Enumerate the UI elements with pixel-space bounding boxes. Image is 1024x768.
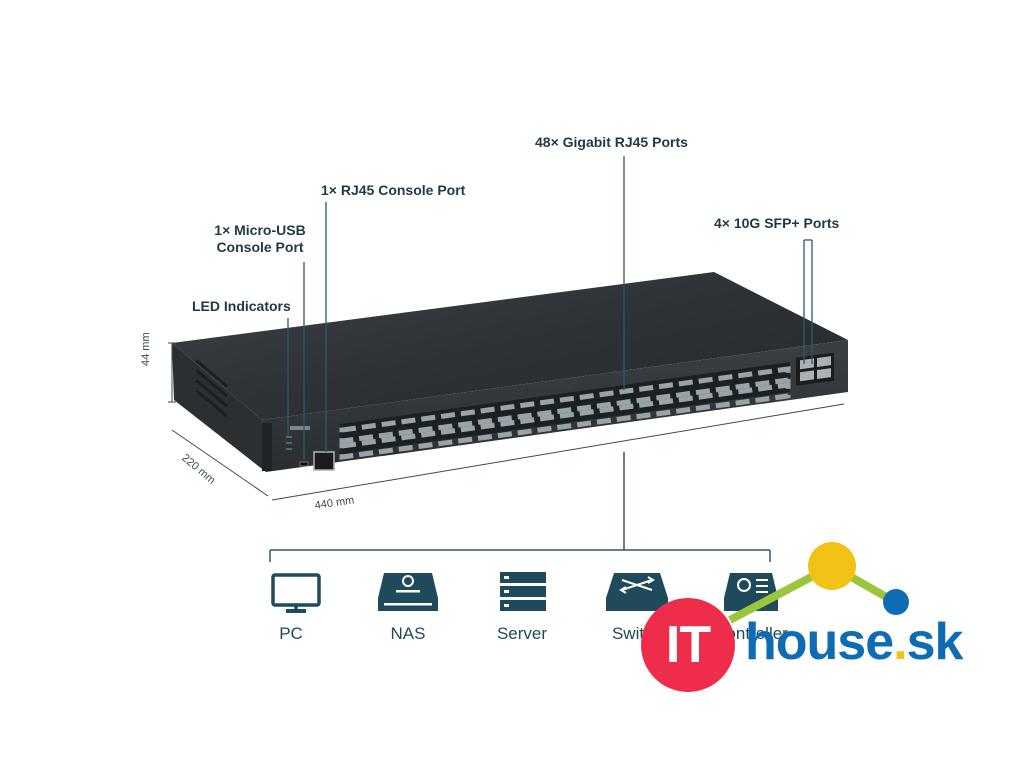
logo-house-text: house (745, 613, 894, 671)
callout-rj45-console: 1× RJ45 Console Port (321, 182, 466, 198)
logo-network-graphic (728, 542, 909, 624)
rack-ear-left (262, 423, 272, 471)
rj45-console-port (313, 451, 335, 471)
callout-micro-usb-line2: Console Port (216, 239, 304, 255)
switch-top-surface (172, 272, 848, 420)
sfp-port-block (796, 352, 834, 386)
led-indicators (286, 436, 292, 450)
logo-tld: sk (906, 613, 964, 671)
device-label-server: Server (496, 624, 548, 643)
gigabit-port-block (339, 362, 791, 460)
callout-led-indicators: LED Indicators (192, 298, 291, 314)
nas-icon (378, 573, 438, 611)
device-label-pc: PC (279, 624, 303, 643)
logo-wordmark: house.sk (745, 612, 964, 672)
logo-it-circle: IT (641, 598, 735, 692)
micro-usb-port (299, 461, 309, 467)
callout-sfp-ports: 4× 10G SFP+ Ports (714, 215, 840, 231)
side-vents (195, 359, 228, 418)
callout-micro-usb-line1: 1× Micro-USB (214, 222, 306, 238)
monitor-icon (271, 573, 321, 613)
switch-left-side (172, 343, 266, 472)
callout-lines (287, 156, 813, 460)
dimension-lines (168, 342, 845, 501)
callout-gigabit-ports: 48× Gigabit RJ45 Ports (535, 134, 688, 150)
server-icon (500, 572, 546, 611)
device-connection-lines (269, 452, 771, 562)
device-label-nas: NAS (390, 624, 426, 643)
callout-micro-usb: 1× Micro-USB Console Port (212, 222, 308, 256)
dimension-height: 44 mm (140, 332, 152, 366)
switch-icon (606, 573, 668, 611)
panel-branding (290, 426, 310, 430)
logo-dot: . (893, 613, 907, 671)
